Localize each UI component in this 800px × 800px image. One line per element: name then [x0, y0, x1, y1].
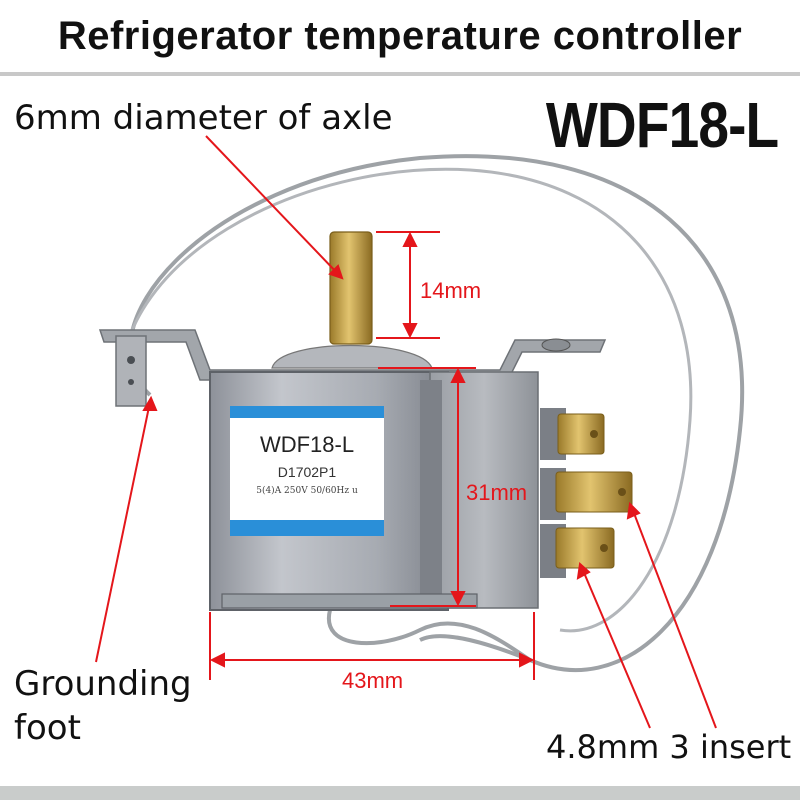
title-bar: Refrigerator temperature controller [0, 0, 800, 80]
shaft-height-dimension: 14mm [420, 278, 482, 303]
body-height-dimension: 31mm [466, 480, 528, 505]
axle-label: 6mm diameter of axle [14, 98, 393, 138]
leader-insert-2 [626, 501, 717, 729]
bracket-screw [541, 338, 571, 352]
title-divider [0, 72, 800, 76]
dimension-43mm [209, 612, 535, 680]
terminal-top [540, 408, 605, 460]
model-heading: WDF18-L [545, 89, 779, 161]
shaft-collar [271, 345, 433, 369]
mounting-bracket [98, 329, 607, 381]
grounding-label: Grounding foot [14, 662, 192, 750]
terminal-bottom [540, 524, 615, 578]
base-plate [221, 593, 478, 609]
capillary-tube-lower [326, 609, 532, 662]
sticker-code: D1702P1 [277, 464, 337, 480]
body-width-dimension: 43mm [342, 668, 404, 693]
control-shaft [329, 231, 373, 345]
grounding-hole [127, 356, 135, 364]
page-title: Refrigerator temperature controller [57, 14, 743, 58]
capillary-tube [128, 154, 745, 672]
product-label-sticker: WDF18-L D1702P1 5(4)A 250V 50/60Hz u [230, 406, 384, 536]
insert-label: 4.8mm 3 insert [546, 728, 792, 766]
leader-grounding [95, 395, 158, 663]
bottom-border [0, 786, 800, 800]
grounding-label-line1: Grounding [14, 664, 192, 704]
body-side-panel [429, 371, 539, 609]
dimension-31mm [378, 367, 476, 607]
sticker-rating: 5(4)A 250V 50/60Hz u [256, 486, 358, 496]
dimension-14mm [376, 231, 440, 339]
grounding-label-line2: foot [14, 708, 81, 748]
grounding-foot [115, 335, 147, 407]
leader-insert-1 [576, 562, 651, 729]
body-edge [420, 380, 442, 604]
grounding-hole [128, 379, 134, 385]
product-label-panel: WDF18-L D1702P1 5(4)A 250V 50/60Hz u [230, 418, 384, 520]
leader-axle [205, 135, 344, 280]
terminal-middle [540, 468, 633, 520]
sticker-model: WDF18-L [259, 432, 355, 457]
